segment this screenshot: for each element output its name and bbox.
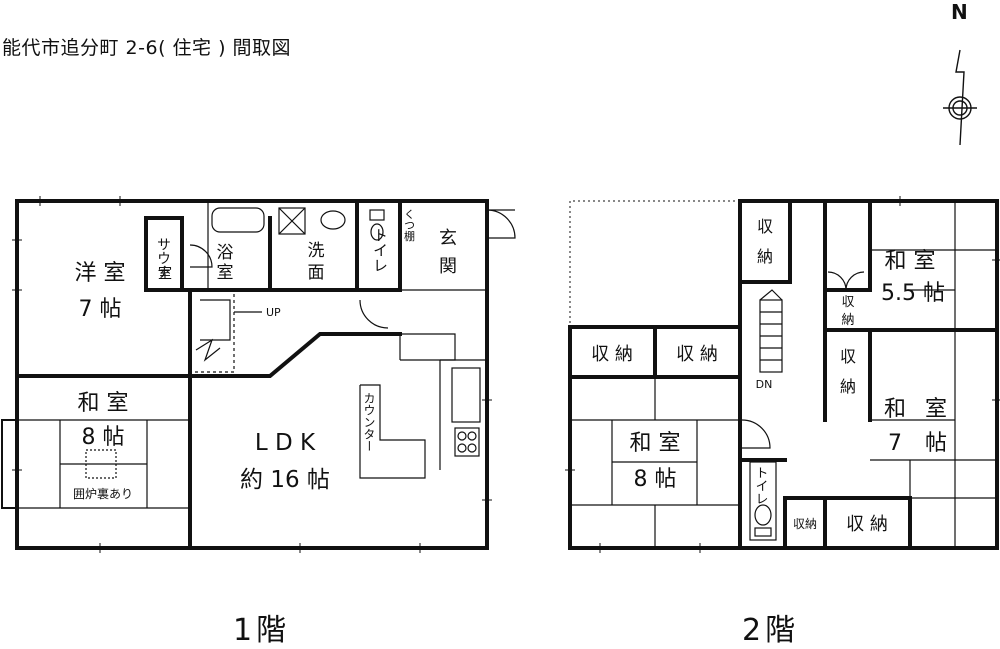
room-washitsu7-label-b: 室 [925,397,947,422]
room-sauna-label-1: サウナ [155,237,171,279]
plan-title: 能代市追分町 2-6( 住宅 ) 間取図 [2,37,292,59]
room-washitsu55-size: 5.5 帖 [881,281,945,306]
room-washitsu-1f-label: 和 室 [78,391,129,416]
room-toilet-2f-label: トイレ [753,466,768,505]
stair-dn-label: DN [756,378,773,391]
room-youshitsu-size: 7 帖 [79,297,122,322]
room-senmen-label-1: 洗 [308,241,325,261]
room-kutsudana-label: くつ棚 [403,209,416,243]
stair-up-label: UP [266,306,281,319]
room-washitsu8-2f-size: 8 帖 [634,467,677,492]
shuno-e-label-2: 納 [840,377,856,396]
room-genkan-label-2: 関 [439,256,457,277]
room-youshitsu-label: 洋 室 [75,261,126,286]
room-washitsu7-label-c: 7 [888,431,902,456]
shuno-d-label: 収 納 [676,344,718,365]
north-label: N [951,0,968,24]
shuno-c-label: 収 納 [591,344,633,365]
room-washitsu55-label: 和 室 [885,249,936,274]
floor-label-1f: 1階 [233,613,291,648]
room-ldk-size: 約 16 帖 [240,467,330,493]
room-toilet-1f-label: トイレ [371,228,389,273]
shuno-b-label-2: 納 [841,313,854,328]
shuno-b-label-1: 収 [841,295,854,310]
shuno-g-label: 収 納 [846,514,888,535]
room-washitsu7-label-a: 和 [884,397,906,422]
shuno-a-label-1: 収 [757,217,773,236]
room-washitsu-1f-size: 8 帖 [82,425,125,450]
room-yokushitsu-label-1: 浴 [217,243,234,263]
room-sauna-label-2: 室 [158,265,172,282]
room-ldk-label: L D K [255,430,316,456]
shuno-e-label-1: 収 [840,347,856,366]
first-floor-plan [1,196,516,553]
room-washitsu7-label-d: 帖 [925,431,947,456]
second-floor-plan [565,196,1000,553]
room-washitsu8-2f-label: 和 室 [630,431,681,456]
irori-label: 囲炉裏あり [73,486,133,501]
room-senmen-label-2: 面 [308,263,325,283]
counter-label: カウンター [362,392,376,452]
shuno-a-label-2: 納 [757,247,773,266]
room-genkan-label-1: 玄 [439,228,457,249]
north-arrow-icon [943,49,977,146]
shuno-f-label: 収納 [793,517,817,531]
room-yokushitsu-label-2: 室 [217,263,234,283]
floor-label-2f: 2階 [742,613,800,648]
